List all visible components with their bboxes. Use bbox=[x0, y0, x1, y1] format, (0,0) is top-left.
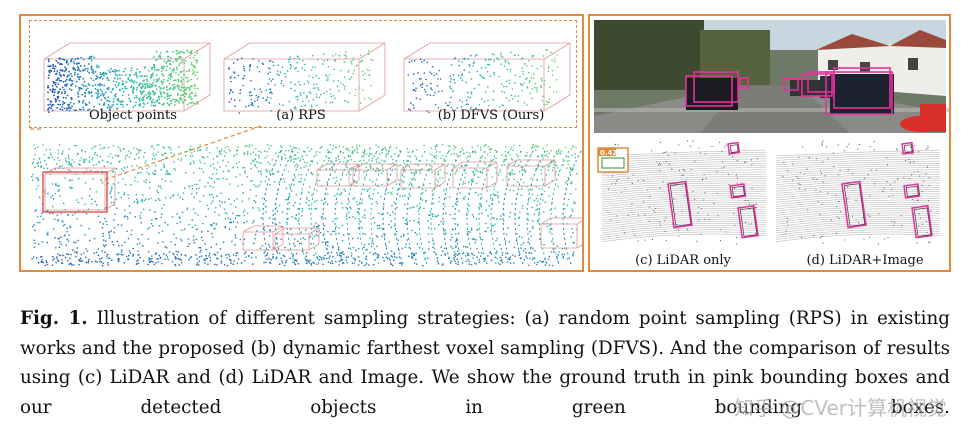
camera-image bbox=[594, 20, 949, 133]
bev-map-lidar-image bbox=[772, 138, 944, 246]
score-badge: 0.42 bbox=[597, 147, 629, 173]
figure-caption-text: Illustration of different sampling strat… bbox=[20, 308, 950, 418]
left-panel-sampling: Object points (a) RPS (b) DFVS (Ours) bbox=[19, 14, 584, 272]
score-badge-value: 0.42 bbox=[600, 149, 617, 157]
camera-ground-truth-boxes bbox=[685, 67, 893, 115]
lidar-scene-point-cloud bbox=[29, 125, 582, 267]
caption-rps: (a) RPS bbox=[276, 108, 326, 123]
caption-dfvs: (b) DFVS (Ours) bbox=[437, 108, 545, 123]
caption-object-points: Object points bbox=[89, 108, 177, 123]
inset-point-clouds bbox=[43, 42, 571, 114]
caption-lidar-only: (c) LiDAR only bbox=[635, 253, 731, 268]
detection-results: 0.42 bbox=[594, 20, 949, 246]
figure-label: Fig. 1. bbox=[20, 308, 88, 329]
figure-caption: Fig. 1. Illustration of different sampli… bbox=[20, 304, 950, 422]
inset-sampling-comparison bbox=[29, 20, 577, 128]
caption-lidar-image: (d) LiDAR+Image bbox=[806, 253, 924, 268]
watermark: 知乎 @CVer计算机视觉 bbox=[734, 396, 947, 420]
right-panel-detection: 0.42 (c) LiDAR only (d) LiDAR+Image bbox=[588, 14, 951, 272]
